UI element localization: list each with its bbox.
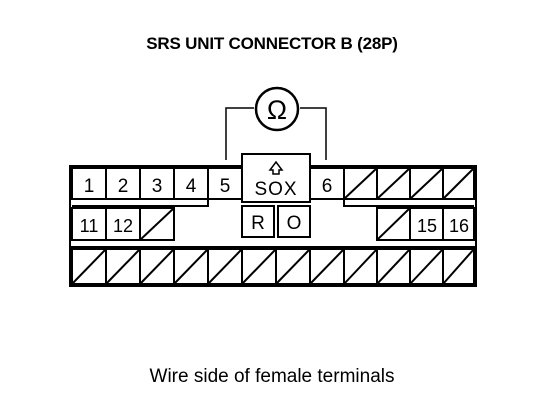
lock-arrow-icon [268,160,284,175]
middle-row-right [376,207,475,241]
body-step-right [343,199,474,207]
terminal-6: 6 [322,176,333,197]
ohm-symbol: Ω [267,95,287,125]
label-r: R [251,213,265,234]
middle-row-left [71,207,175,241]
body-step-left [72,199,209,207]
terminal-11: 11 [80,216,99,236]
diagram-caption: Wire side of female terminals [149,366,395,387]
terminal-2: 2 [118,176,129,197]
top-row-left [71,167,243,200]
terminal-16: 16 [449,216,469,236]
meter-lead-left [225,107,254,160]
sox-label: SOX [254,179,297,200]
terminal-15: 15 [417,216,437,236]
box-r [241,205,275,238]
label-o: O [287,213,302,234]
ohmmeter-circle [254,86,300,132]
terminal-3: 3 [152,176,163,197]
box-o [277,205,311,238]
terminal-5: 5 [220,176,231,197]
meter-lead-right [300,107,327,160]
terminal-4: 4 [186,176,197,197]
top-row-hatched [343,167,475,200]
terminal-12: 12 [113,216,133,236]
bottom-row-hatched [71,248,475,285]
diagram-title: SRS UNIT CONNECTOR B (28P) [146,34,398,53]
terminal-1: 1 [84,176,95,197]
